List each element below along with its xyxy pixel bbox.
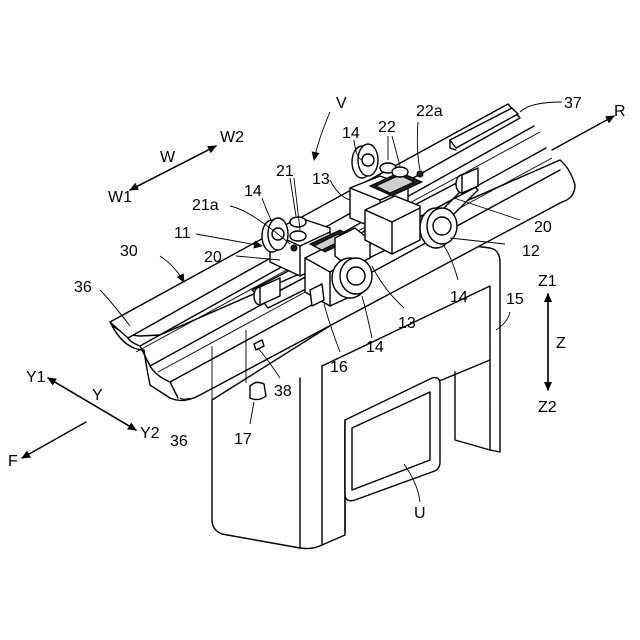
bar-37	[450, 108, 518, 148]
label-21: 21	[276, 163, 294, 180]
label-W1: W1	[108, 189, 132, 206]
label-20-left: 20	[204, 249, 222, 266]
label-21a: 21a	[192, 197, 219, 214]
label-U: U	[414, 505, 426, 522]
label-20-right: 20	[534, 219, 552, 236]
label-36-top: 36	[74, 279, 92, 296]
label-W: W	[160, 149, 176, 166]
label-Z1: Z1	[538, 273, 557, 290]
label-11: 11	[174, 225, 191, 242]
label-W2: W2	[220, 129, 244, 146]
label-22a: 22a	[416, 103, 443, 120]
label-38: 38	[274, 383, 292, 400]
label-Y1: Y1	[26, 369, 46, 386]
label-Y2: Y2	[140, 425, 160, 442]
label-36-bottom: 36	[170, 433, 188, 450]
label-37: 37	[564, 95, 582, 112]
label-17: 17	[234, 431, 252, 448]
label-F: F	[8, 453, 18, 470]
label-Z: Z	[556, 335, 566, 352]
label-V: V	[336, 95, 347, 112]
part-17	[250, 382, 266, 399]
label-Z2: Z2	[538, 399, 557, 416]
label-30: 30	[120, 243, 138, 260]
label-14-right: 14	[450, 289, 468, 306]
label-16: 16	[330, 359, 348, 376]
label-Y: Y	[92, 387, 103, 404]
label-22: 22	[378, 119, 396, 136]
label-12: 12	[522, 243, 540, 260]
label-13-mid: 13	[398, 315, 416, 332]
label-14-top: 14	[342, 125, 360, 142]
label-14-left: 14	[244, 183, 262, 200]
label-R: R	[614, 103, 626, 120]
label-14-mid: 14	[366, 339, 384, 356]
label-15: 15	[506, 291, 524, 308]
label-13-top: 13	[312, 171, 330, 188]
